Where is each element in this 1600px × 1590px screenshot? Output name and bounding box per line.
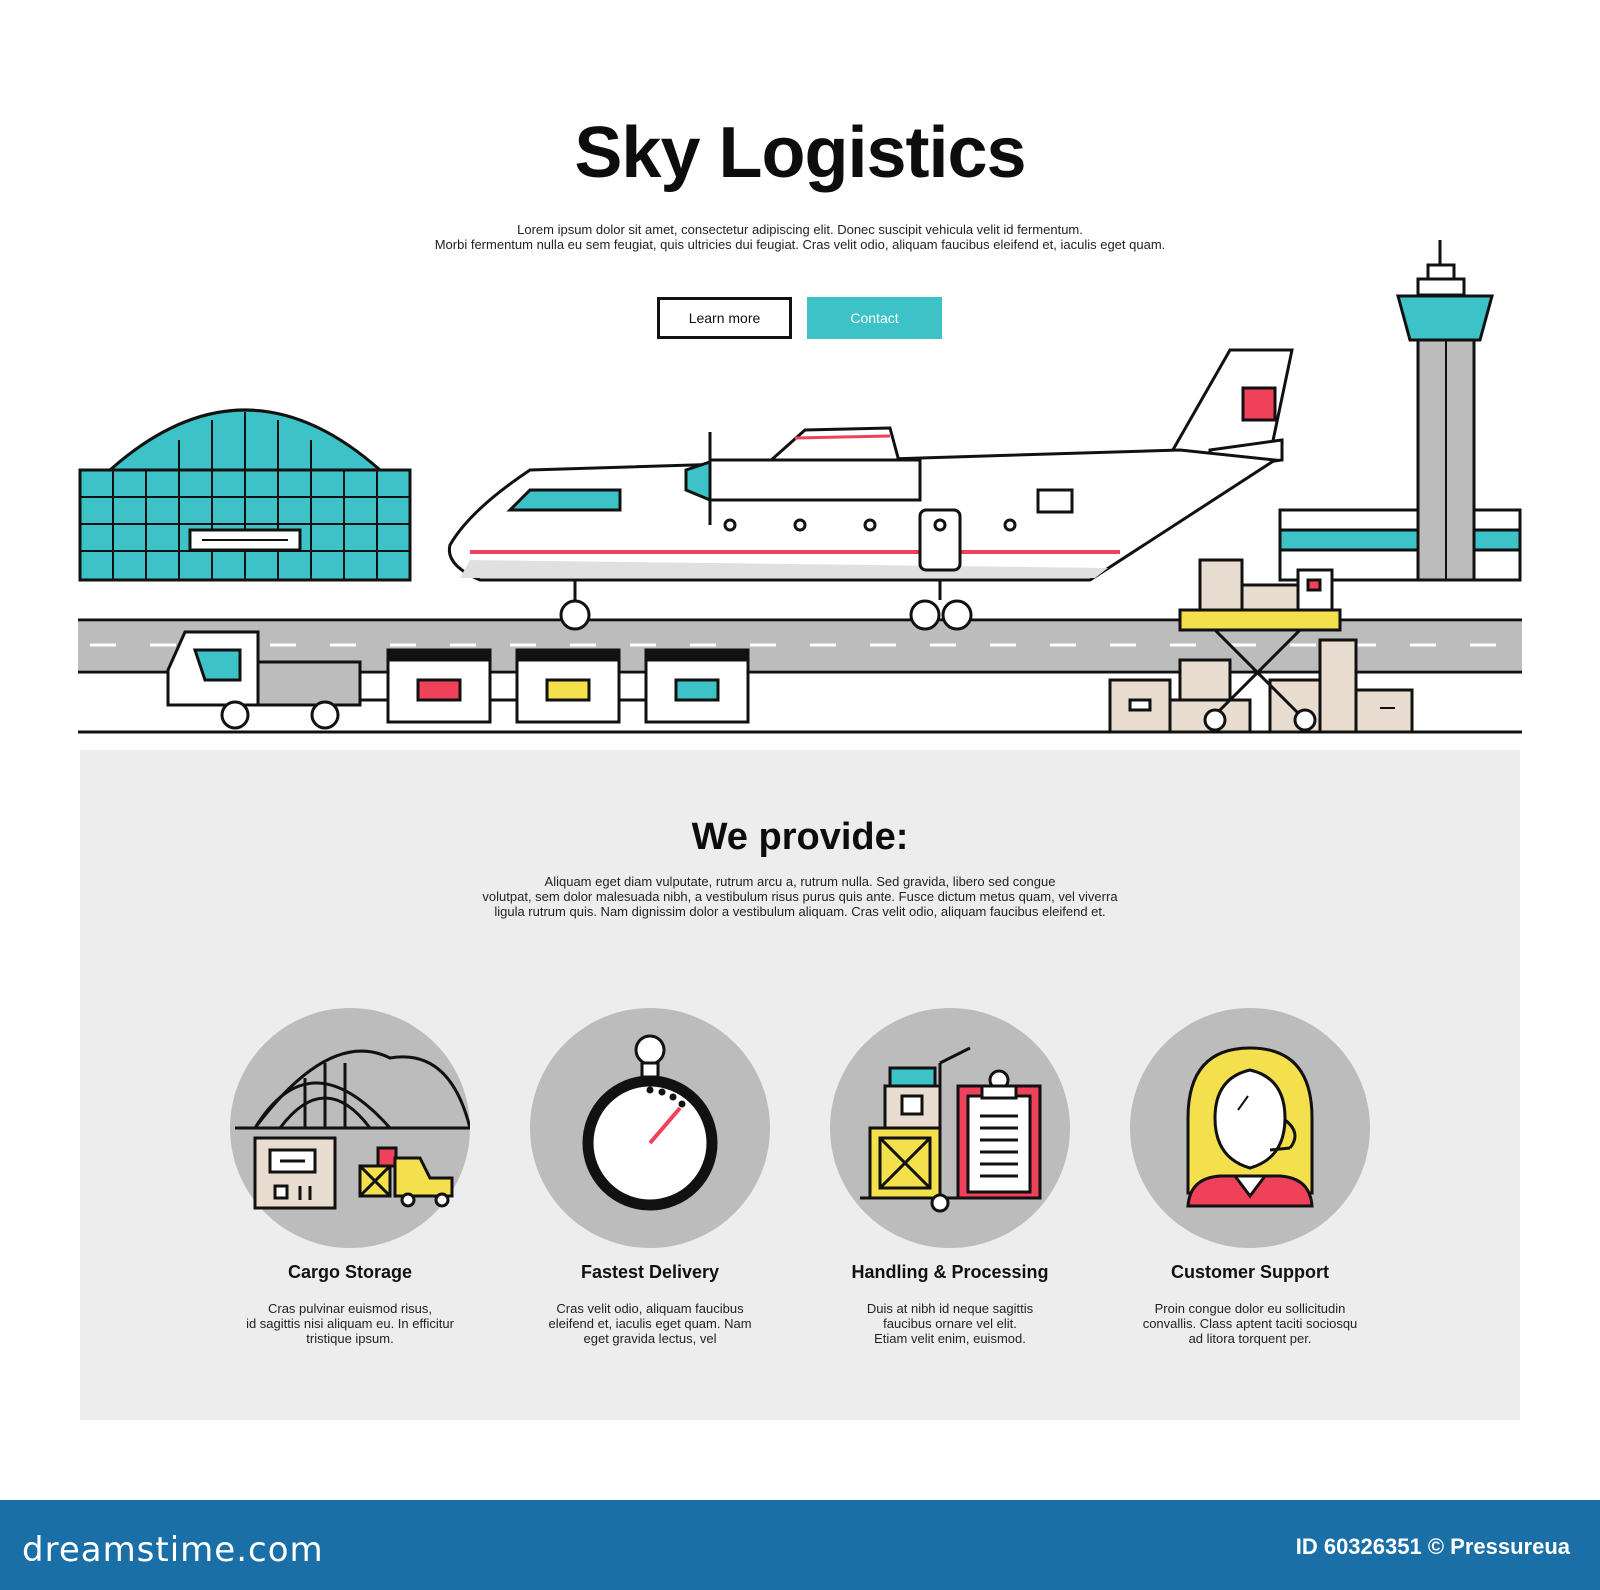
footer-brand[interactable]: dreamstime.com <box>22 1530 324 1570</box>
section-text-line: ligula rutrum quis. Nam dignissim dolor … <box>494 904 1106 919</box>
feature-description: Cras velit odio, aliquam faucibus eleife… <box>520 1301 780 1346</box>
feature-desc-line: Cras pulvinar euismod risus, <box>267 1301 432 1316</box>
feature-desc-line: tristique ipsum. <box>306 1331 394 1346</box>
control-tower-icon <box>1278 240 1522 582</box>
feature-card: Handling & Processing Duis at nibh id ne… <box>820 1008 1080 1346</box>
feature-desc-line: convallis. Class aptent taciti sociosqu <box>1142 1316 1358 1331</box>
contact-button[interactable]: Contact <box>807 297 942 339</box>
footer-image-id: ID 60326351 © Pressureua <box>1295 1534 1570 1559</box>
feature-desc-line: ad litora torquent per. <box>1188 1331 1312 1346</box>
section-description: Aliquam eget diam vulputate, rutrum arcu… <box>420 874 1180 919</box>
airplane-icon <box>447 348 1294 631</box>
cargo-lift-icon <box>1108 558 1414 734</box>
feature-description: Duis at nibh id neque sagittis faucibus … <box>820 1301 1080 1346</box>
feature-description: Cras pulvinar euismod risus, id sagittis… <box>220 1301 480 1346</box>
feature-title: Fastest Delivery <box>580 1262 720 1282</box>
learn-more-button[interactable]: Learn more <box>657 297 792 339</box>
stopwatch-icon <box>530 1008 770 1248</box>
feature-desc-line: Proin congue dolor eu sollicitudin <box>1154 1301 1346 1316</box>
hero-title: Sky Logistics <box>574 113 1026 193</box>
feature-card: Customer Support Proin congue dolor eu s… <box>1120 1008 1380 1346</box>
hero-text-line: Lorem ipsum dolor sit amet, consectetur … <box>517 222 1083 237</box>
baggage-truck-icon <box>166 630 750 730</box>
feature-desc-line: Etiam velit enim, euismod. <box>874 1331 1026 1346</box>
feature-desc-line: Cras velit odio, aliquam faucibus <box>556 1301 744 1316</box>
footer-bar: dreamstime.com ID 60326351 © Pressureua <box>0 1500 1600 1590</box>
feature-desc-line: eget gravida lectus, vel <box>583 1331 717 1346</box>
hero-section: Sky Logistics Lorem ipsum dolor sit amet… <box>0 0 1600 740</box>
feature-description: Proin congue dolor eu sollicitudin conva… <box>1120 1301 1380 1346</box>
support-agent-icon <box>1130 1008 1370 1248</box>
feature-desc-line: faucibus ornare vel elit. <box>883 1316 1017 1331</box>
feature-card: Fastest Delivery Cras velit odio, aliqua… <box>520 1008 780 1346</box>
cargo-storage-icon <box>230 1008 470 1248</box>
section-text-line: volutpat, sem dolor malesuada nibh, a ve… <box>482 889 1118 904</box>
feature-desc-line: id sagittis nisi aliquam eu. In efficitu… <box>246 1316 454 1331</box>
hero-description: Lorem ipsum dolor sit amet, consectetur … <box>300 222 1300 252</box>
feature-title: Cargo Storage <box>287 1262 413 1282</box>
feature-desc-line: eleifend et, iaculis eget quam. Nam <box>548 1316 752 1331</box>
hero-text-line: Morbi fermentum nulla eu sem feugiat, qu… <box>434 237 1166 252</box>
feature-title: Handling & Processing <box>851 1262 1049 1282</box>
feature-title: Customer Support <box>1170 1262 1329 1282</box>
airport-illustration <box>78 240 1522 734</box>
section-title: We provide: <box>691 816 909 858</box>
clipboard-boxes-icon <box>830 1008 1070 1248</box>
feature-card: Cargo Storage Cras pulvinar euismod risu… <box>220 1008 480 1346</box>
we-provide-section: We provide: Aliquam eget diam vulputate,… <box>80 750 1520 1420</box>
hangar-icon <box>78 408 412 582</box>
section-text-line: Aliquam eget diam vulputate, rutrum arcu… <box>544 874 1056 889</box>
feature-desc-line: Duis at nibh id neque sagittis <box>866 1301 1034 1316</box>
